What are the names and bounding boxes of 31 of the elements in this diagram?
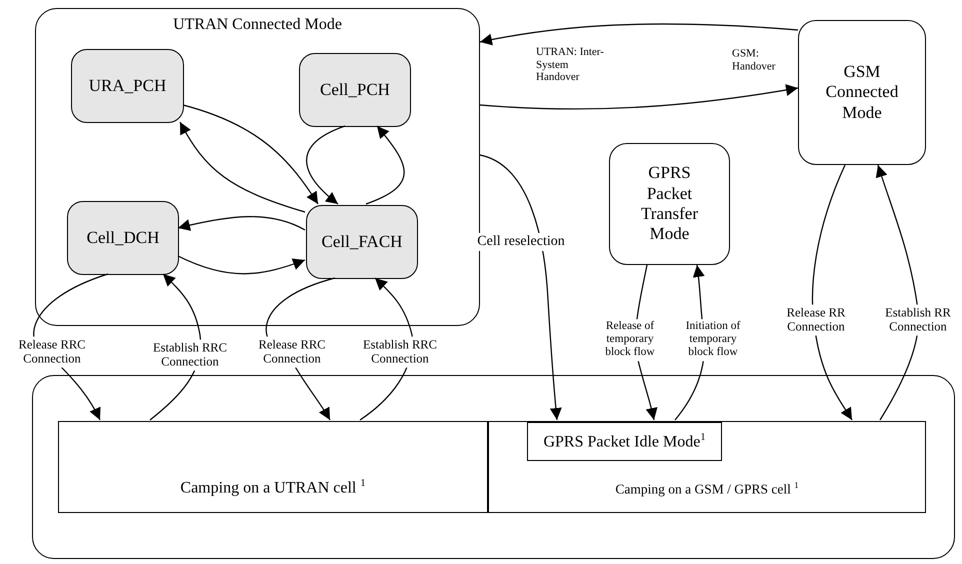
state-box <box>798 20 926 165</box>
mode-region <box>58 421 488 513</box>
state-box <box>306 205 418 279</box>
transition-arrow <box>366 126 405 205</box>
state-name: Camping on a GSM / GPRS cell $^{1}$ <box>615 480 799 498</box>
state-name: GPRS Packet Transfer Mode <box>640 163 699 245</box>
state-name: URA_PCH <box>88 76 166 96</box>
state-name: GSM Connected Mode <box>824 62 900 124</box>
state-name: Cell_PCH <box>320 80 390 100</box>
transition-arrow <box>178 255 306 274</box>
state-box <box>299 53 411 127</box>
transition-arrow <box>306 125 346 204</box>
mode-region <box>488 421 926 513</box>
transition-arrow <box>182 104 318 204</box>
state-name: Camping on a UTRAN cell $^{1}$ <box>180 478 366 498</box>
transition-arrow <box>480 23 798 46</box>
transition-arrow <box>178 216 306 232</box>
state-box <box>67 201 179 275</box>
state-box <box>71 49 184 123</box>
transition-arrow <box>480 84 798 110</box>
state-name: GPRS Packet Idle Mode$^{1}$ <box>543 432 706 452</box>
state-box <box>609 143 730 265</box>
transition-arrow <box>480 154 562 420</box>
transition-arrow <box>876 164 920 420</box>
transition-arrow <box>812 164 852 420</box>
transition-arrow <box>179 122 306 213</box>
state-name: Cell_DCH <box>86 228 160 248</box>
state-name: Cell_FACH <box>322 232 402 252</box>
state-name: UTRAN Connected Mode <box>173 15 342 34</box>
idle-mode-frame <box>32 375 955 559</box>
mode-region <box>527 422 722 461</box>
